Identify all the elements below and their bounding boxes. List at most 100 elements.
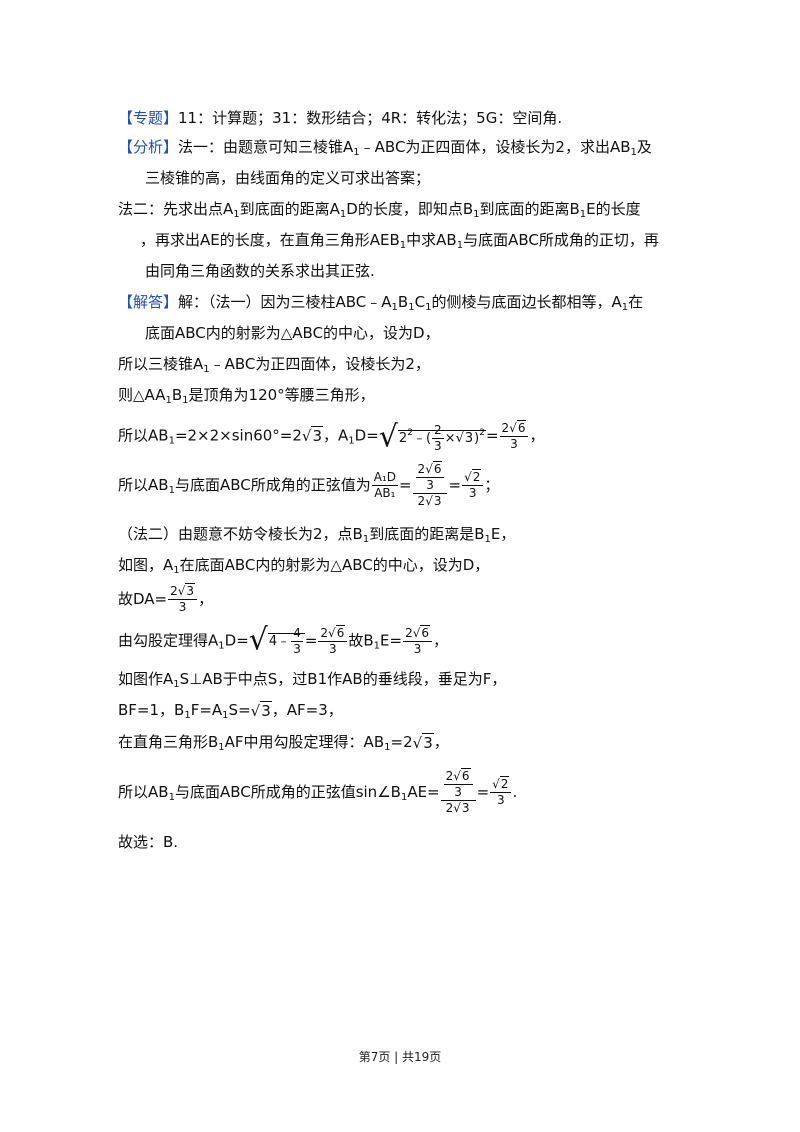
text: 2 <box>170 584 178 598</box>
text: F=A <box>190 701 223 719</box>
numerator: 4 <box>291 626 303 642</box>
method2-line-5: 在直角三角形B1AF中用勾股定理得：AB1=2√3， <box>118 732 449 753</box>
text: 4 <box>268 634 278 649</box>
text: ) <box>474 431 480 446</box>
text: BF=1，B <box>118 701 185 719</box>
method2-line-cont2: 由同角三角函数的关系求出其正弦. <box>145 261 375 281</box>
numerator: A₁D <box>371 470 398 486</box>
text: ，再求出AE的长度，在直角三角形AEB <box>140 231 400 249</box>
subscript: 1 <box>203 364 210 375</box>
page-footer: 第7页 | 共19页 <box>0 1048 800 1065</box>
text: = <box>398 476 412 494</box>
subscript: 1 <box>173 679 180 690</box>
answer-line: 故选：B. <box>118 832 178 852</box>
text: 与底面ABC所成角的正弦值sin∠B <box>174 783 401 801</box>
text: 所以AB <box>118 426 169 445</box>
sqrt-expression: √2 <box>464 469 482 485</box>
numerator: 2√6 <box>318 624 348 642</box>
text: = <box>476 783 490 801</box>
topic-text: 11：计算题；31：数形结合；4R：转化法；5G：空间角. <box>178 109 563 127</box>
subscript: 1 <box>168 485 175 496</box>
analysis-line: 【分析】法一：由题意可知三棱锥A1﹣ABC为正四面体，设棱长为2，求出AB1及 <box>118 137 652 158</box>
text: 2 <box>398 431 408 446</box>
denominator: 3 <box>178 600 187 614</box>
text: =2×2×sin60°=2 <box>174 426 302 445</box>
subscript: 1 <box>184 710 191 721</box>
analysis-tag: 【分析】 <box>118 138 179 156</box>
subscript: 1 <box>384 742 391 753</box>
radical-sign: √ <box>453 801 461 815</box>
text: 2 <box>417 494 426 508</box>
solution-line-3: 所以三棱锥A1﹣ABC为正四面体，设棱长为2， <box>118 354 430 375</box>
text: ， <box>529 426 545 445</box>
text: ﹣ <box>277 634 291 649</box>
text: AE= <box>407 783 440 801</box>
radicand: 3 <box>260 700 272 720</box>
solution-line-cont: 底面ABC内的射影为△ABC的中心，设为D， <box>145 323 440 343</box>
radical-sign: √ <box>177 584 186 598</box>
sqrt-expression: √6 <box>425 461 443 477</box>
separator: | <box>394 1050 399 1064</box>
topic-tag: 【专题】 <box>118 109 179 127</box>
subscript: 1 <box>408 302 415 313</box>
text: 2 <box>445 769 454 783</box>
method2-line-3: 如图作A1S⊥AB于中点S，过B1作AB的垂线段，垂足为F， <box>118 669 507 690</box>
subscript: 1 <box>218 640 225 652</box>
method2-line: 法二：先求出点A1到底面的距离A1D的长度，即知点B1到底面的距离B1E的长度 <box>118 199 641 220</box>
radicand: 3 <box>311 426 324 445</box>
method2-line-4: BF=1，B1F=A1S=√3，AF=3， <box>118 700 343 721</box>
text: 所以AB <box>118 476 169 494</box>
text: 到底面的距离是B <box>369 525 485 543</box>
numerator: √2 <box>462 469 484 486</box>
sqrt-expression: √3 <box>302 420 324 452</box>
subscript: 1 <box>425 302 432 313</box>
radicand: 3 <box>463 429 475 446</box>
text: B <box>397 293 409 311</box>
radical-sign: √ <box>453 769 461 783</box>
radical-sign: √ <box>412 625 421 640</box>
superscript: 2 <box>407 428 413 438</box>
text: 法二：先求出点A <box>118 200 234 218</box>
text: ， <box>433 631 449 650</box>
radicand: 3 <box>460 800 471 815</box>
analysis-text-1: 法一：由题意可知三棱锥A <box>178 138 354 156</box>
text: 2 <box>501 420 510 435</box>
text: 中求AB <box>406 231 457 249</box>
subscript: 1 <box>456 240 464 251</box>
subscript: 1 <box>168 435 175 447</box>
text: AF中用勾股定理得：AB <box>224 733 385 751</box>
text: 解：（法一）因为三棱柱ABC﹣A <box>178 293 392 311</box>
radical-sign: √ <box>328 625 336 640</box>
subscript: 1 <box>348 435 355 447</box>
text: S⊥AB于中点S，过B1作AB的垂线段，垂足为F， <box>179 670 507 688</box>
subscript: 1 <box>400 792 408 803</box>
numerator: 2 <box>432 423 444 439</box>
answer-text: 故选：B. <box>118 833 179 851</box>
text: 到底面的距离B <box>479 200 580 218</box>
analysis-text-3: 及 <box>636 138 652 156</box>
sqrt-expression: √6 <box>509 419 527 436</box>
denominator: 3 <box>413 641 422 656</box>
subscript: 1 <box>222 710 229 721</box>
text: 2 <box>405 625 413 640</box>
subscript: 1 <box>399 240 407 251</box>
text: 故DA= <box>118 590 168 608</box>
radical-sign: √ <box>492 777 500 791</box>
text: 如图作A <box>118 670 174 688</box>
radicand: 3 <box>422 732 434 752</box>
text: D的长度，即知点B <box>346 200 474 218</box>
denominator: 3 <box>454 785 462 799</box>
text: E的长度 <box>586 200 641 218</box>
